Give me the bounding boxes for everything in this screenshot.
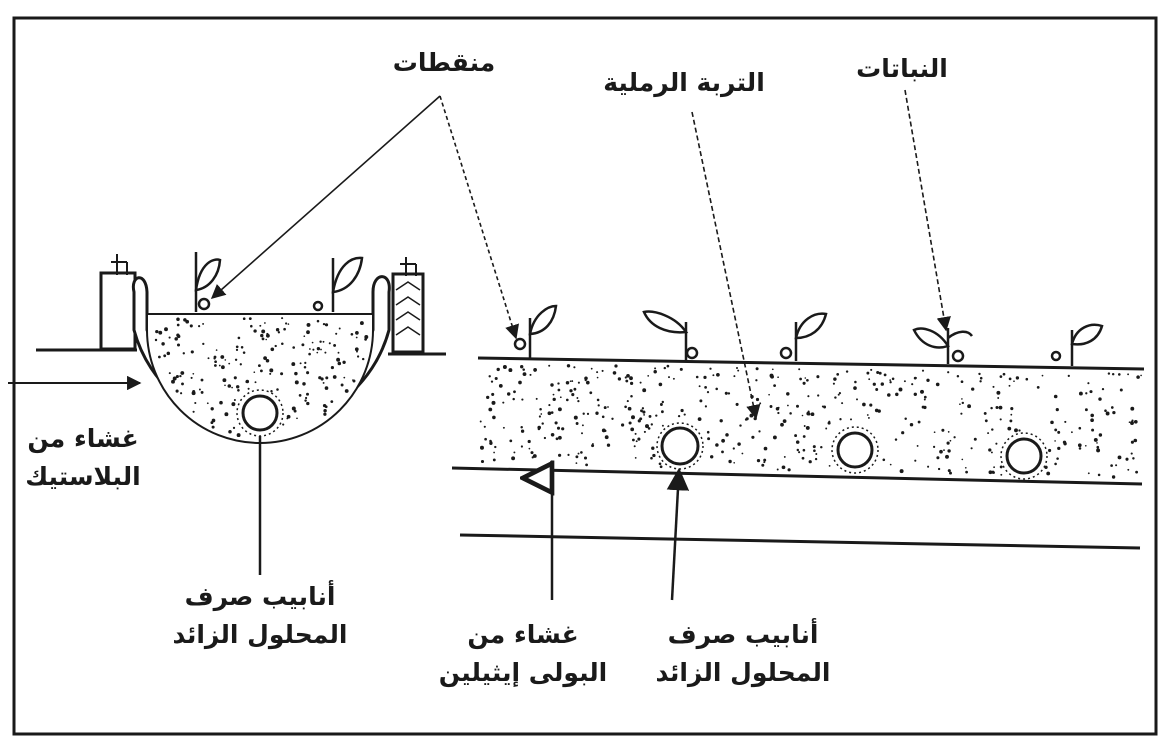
bed-plant-4 bbox=[912, 327, 974, 364]
leader-lines bbox=[8, 89, 951, 601]
label-polyethylene-film: غشاء من البولى إيثيلين bbox=[438, 620, 608, 687]
trough-soil bbox=[146, 313, 374, 444]
bed-plant-1 bbox=[513, 304, 558, 358]
bed-plant-2 bbox=[642, 310, 699, 360]
trough-plant-2 bbox=[312, 256, 364, 312]
label-sandy-soil: التربة الرملية bbox=[603, 68, 765, 97]
label-drippers: منقطات bbox=[392, 48, 496, 77]
right-drain-pipe-2 bbox=[836, 431, 874, 469]
bed-longitudinal-section bbox=[451, 304, 1145, 550]
left-drain-pipe bbox=[241, 394, 279, 432]
bed-plant-3 bbox=[779, 312, 828, 361]
label-drain-pipes-left: أنابيب صرف المحلول الزائد bbox=[172, 582, 348, 649]
trough-soil-dots bbox=[154, 317, 369, 438]
label-plastic-film: غشاء من البلاستيك bbox=[25, 424, 141, 491]
bed-bottom-line bbox=[459, 533, 1141, 550]
bed-plant-5 bbox=[1050, 323, 1104, 366]
left-post bbox=[99, 271, 137, 351]
label-drain-pipes-right: أنابيب صرف المحلول الزائد bbox=[655, 620, 831, 687]
right-drain-pipe-3 bbox=[1005, 437, 1043, 475]
right-post bbox=[391, 272, 425, 354]
trough-plant-1 bbox=[194, 252, 222, 312]
bed-soil-dots bbox=[479, 364, 1142, 479]
polyethylene-film-line bbox=[451, 466, 1143, 486]
right-drain-pipe-1 bbox=[660, 426, 700, 466]
bed-top-line bbox=[477, 356, 1145, 371]
trough-cross-section bbox=[8, 252, 446, 444]
figure-frame bbox=[12, 16, 1158, 736]
label-plants: النباتات bbox=[856, 54, 948, 83]
